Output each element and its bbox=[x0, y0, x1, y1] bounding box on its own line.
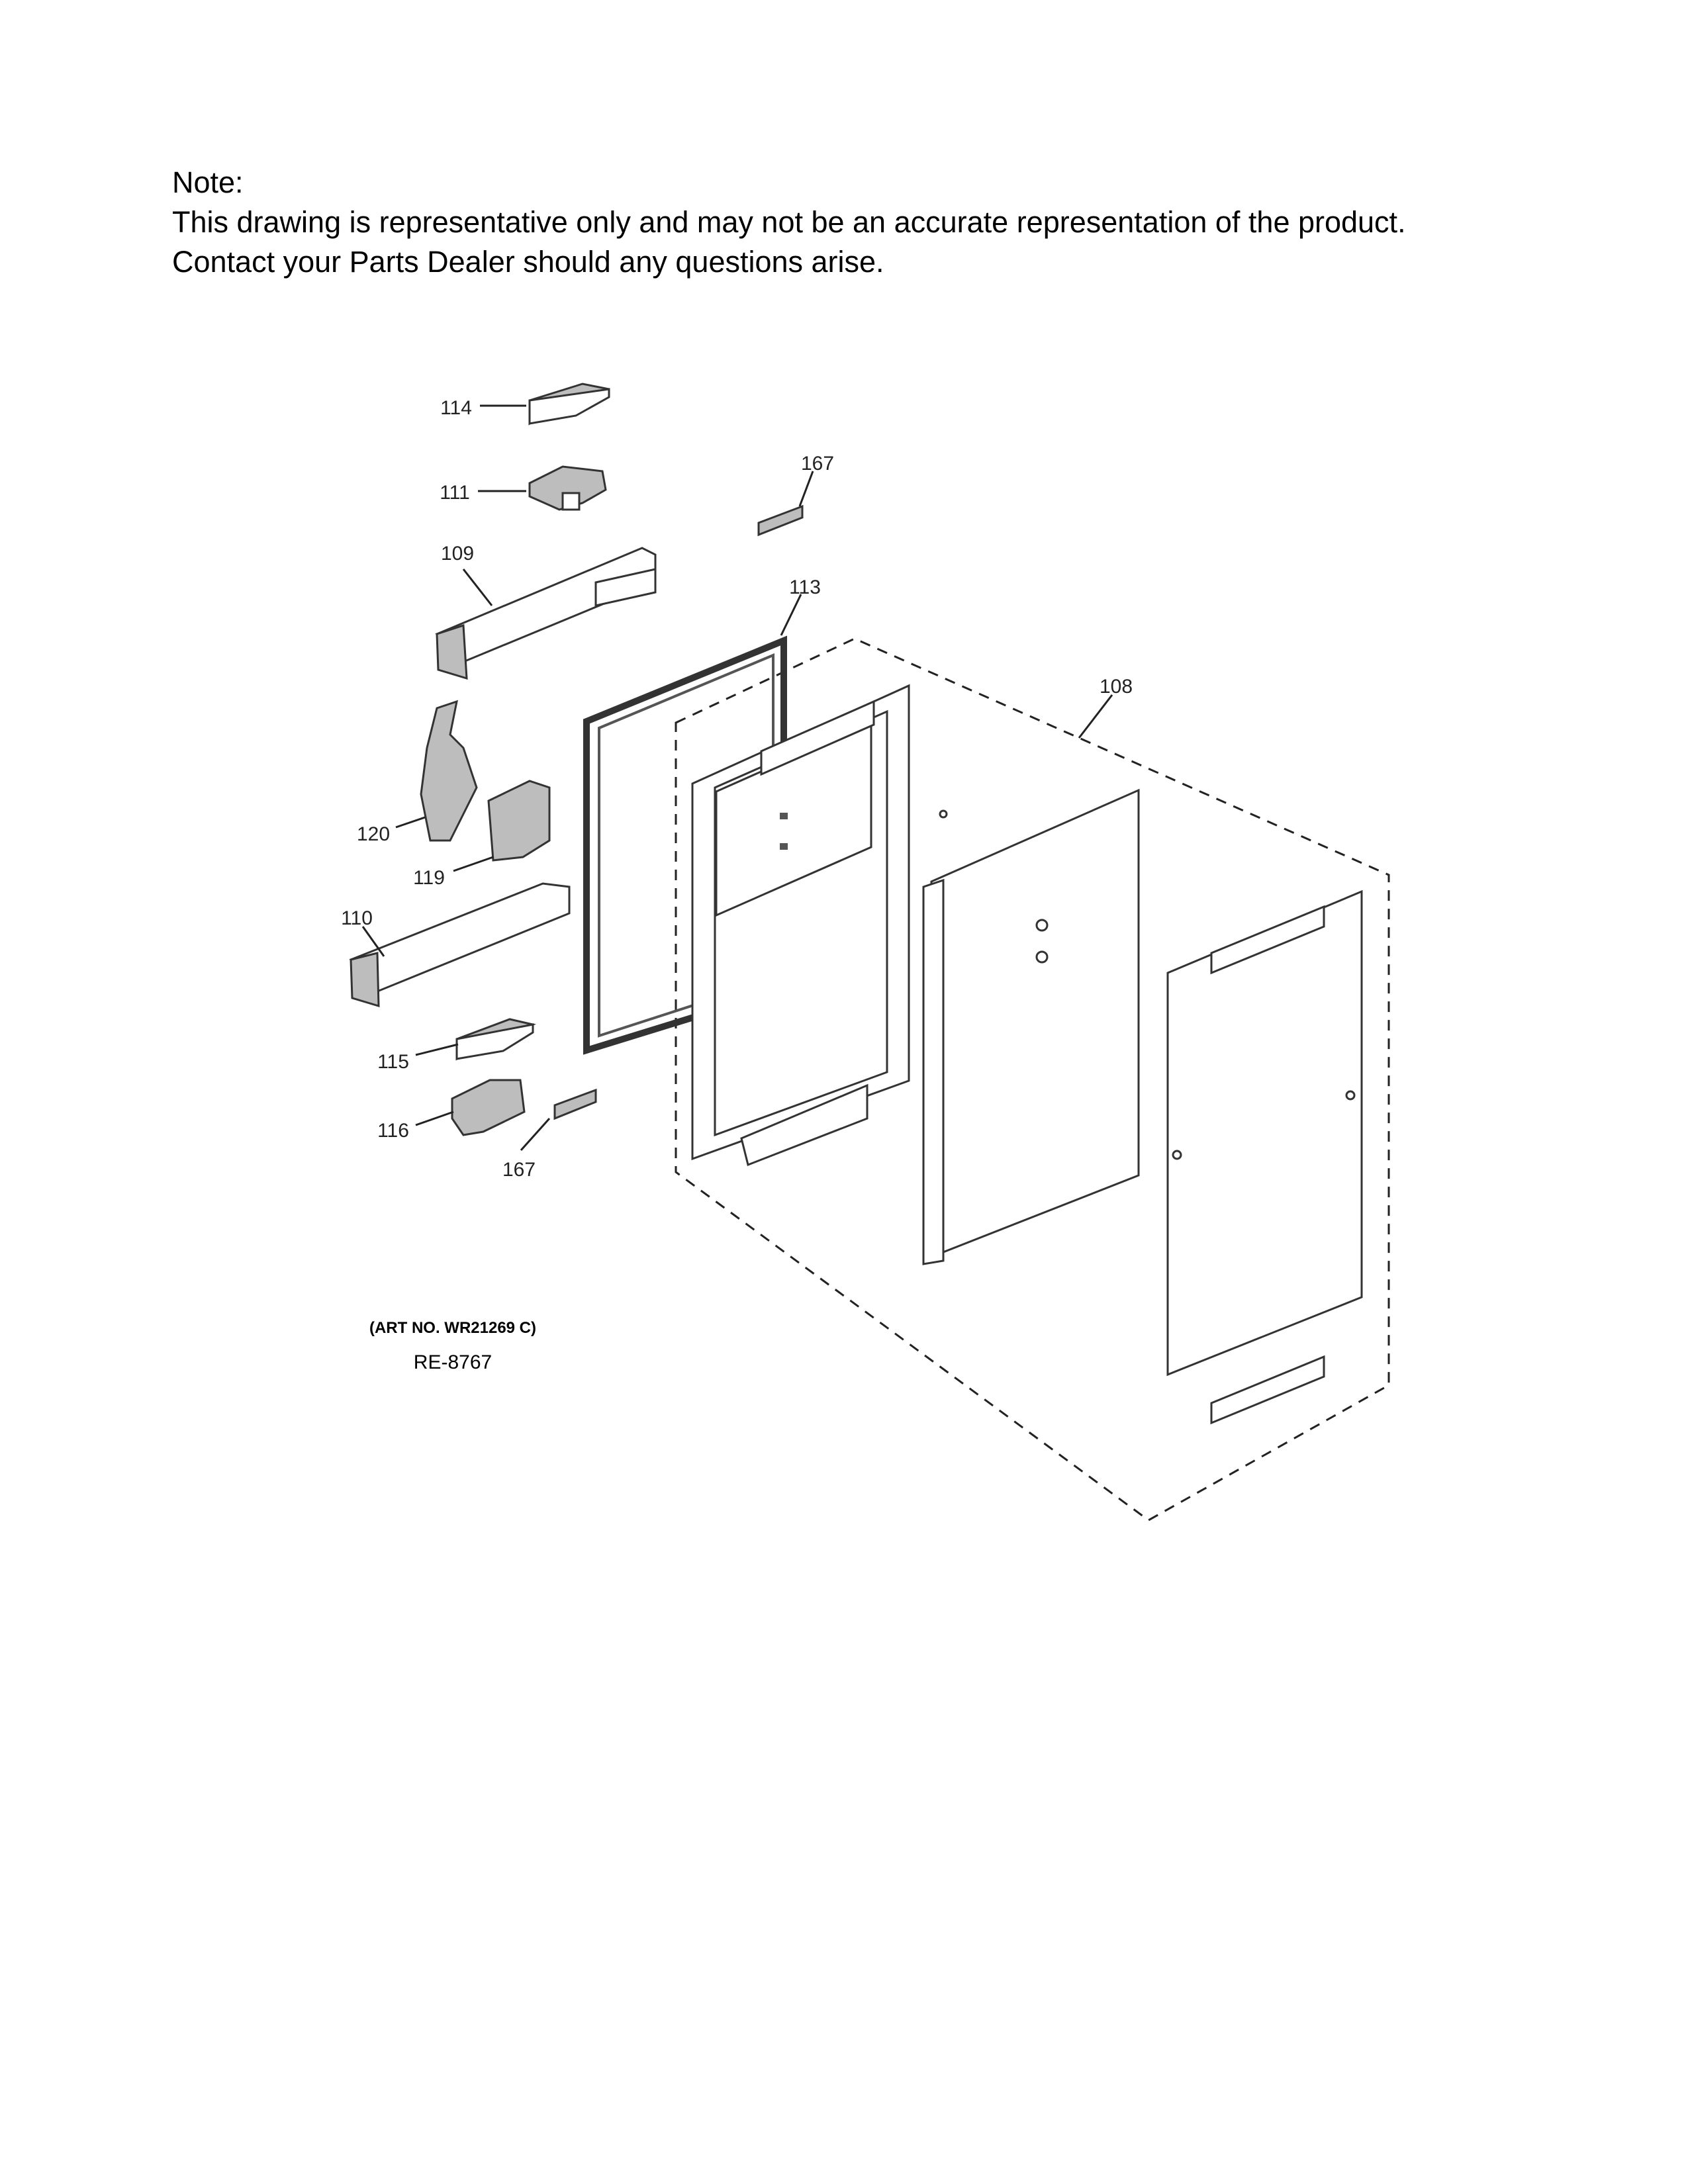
door-liner-frame bbox=[691, 684, 910, 1167]
part-119 bbox=[487, 780, 551, 862]
note-line-1: This drawing is representative only and … bbox=[172, 205, 1406, 239]
part-116 bbox=[451, 1079, 526, 1136]
note-block: Note: This drawing is representative onl… bbox=[172, 163, 1406, 282]
note-line-2: Contact your Parts Dealer should any que… bbox=[172, 245, 884, 279]
assembly-108-boundary bbox=[675, 637, 1390, 1522]
art-number: (ART NO. WR21269 C) bbox=[369, 1319, 536, 1337]
back-panel bbox=[1166, 889, 1363, 1425]
part-167-top bbox=[757, 504, 804, 537]
callout-108: 108 bbox=[1100, 676, 1133, 698]
callout-167-bottom: 167 bbox=[502, 1159, 536, 1181]
leader-lines bbox=[361, 404, 1113, 1152]
part-167-bottom bbox=[553, 1088, 597, 1120]
reference-code: RE-8767 bbox=[414, 1351, 492, 1373]
inner-panel bbox=[922, 788, 1140, 1265]
callout-111: 111 bbox=[440, 482, 470, 504]
callout-167-top: 167 bbox=[801, 453, 834, 475]
callout-119: 119 bbox=[413, 867, 445, 889]
part-115 bbox=[455, 1018, 537, 1061]
callout-120: 120 bbox=[357, 823, 390, 845]
callout-113: 113 bbox=[789, 576, 821, 598]
part-109 bbox=[435, 547, 657, 680]
part-120-scoop bbox=[420, 700, 478, 842]
callout-115: 115 bbox=[377, 1051, 409, 1073]
part-110 bbox=[349, 882, 571, 1008]
callout-110: 110 bbox=[341, 907, 373, 929]
note-heading: Note: bbox=[172, 165, 244, 199]
callout-114: 114 bbox=[440, 397, 472, 419]
callout-109: 109 bbox=[441, 543, 474, 565]
part-114 bbox=[528, 383, 610, 426]
part-111 bbox=[528, 465, 607, 511]
callout-116: 116 bbox=[377, 1120, 409, 1142]
